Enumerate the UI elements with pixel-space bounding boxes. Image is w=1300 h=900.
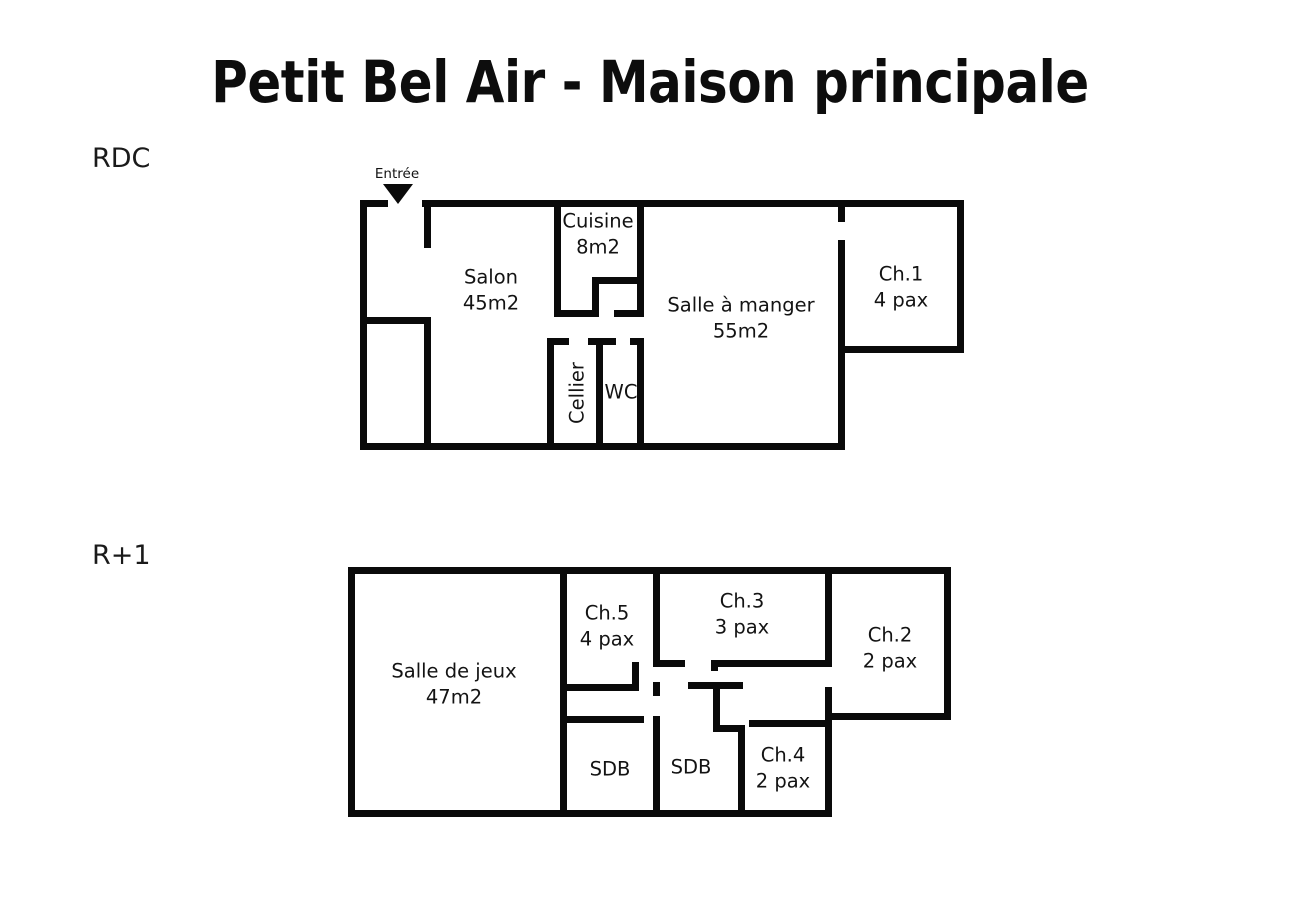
room-label-salle-a-manger: Salle à manger [667,294,815,317]
entrance-label: Entrée [375,166,419,182]
floor-label-rdc: RDC [92,143,151,174]
r1-walls [348,567,951,817]
room-area-salle-a-manger: 55m2 [713,320,769,343]
page-title: Petit Bel Air - Maison principale [211,48,1089,116]
room-label-ch5: Ch.5 [585,602,630,625]
room-label-cuisine: Cuisine [562,210,633,233]
room-label-salle-de-jeux: Salle de jeux [391,660,516,683]
rdc-walls [360,200,964,450]
room-label-sdb-left: SDB [590,758,631,781]
floor-label-r1: R+1 [92,540,151,571]
room-area-salon: 45m2 [463,292,519,315]
room-area-salle-de-jeux: 47m2 [426,686,482,709]
rdc-room-labels: Salon 45m2 Cuisine 8m2 Cellier WC Salle … [463,210,928,424]
room-area-cuisine: 8m2 [576,236,620,259]
room-label-cellier: Cellier [566,361,589,424]
room-capacity-ch4: 2 pax [756,770,810,793]
room-label-salon: Salon [464,266,518,289]
down-triangle-marker [383,184,413,204]
r1-room-labels: Salle de jeux 47m2 Ch.5 4 pax Ch.3 3 pax… [391,590,917,793]
room-label-sdb-mid: SDB [671,756,712,779]
room-label-ch3: Ch.3 [720,590,765,613]
room-capacity-ch3: 3 pax [715,616,769,639]
room-capacity-ch5: 4 pax [580,628,634,651]
room-label-ch2: Ch.2 [868,624,913,647]
room-label-wc: WC [605,381,638,404]
room-capacity-ch1: 4 pax [874,289,928,312]
room-label-ch1: Ch.1 [879,263,924,286]
room-label-ch4: Ch.4 [761,744,806,767]
room-capacity-ch2: 2 pax [863,650,917,673]
